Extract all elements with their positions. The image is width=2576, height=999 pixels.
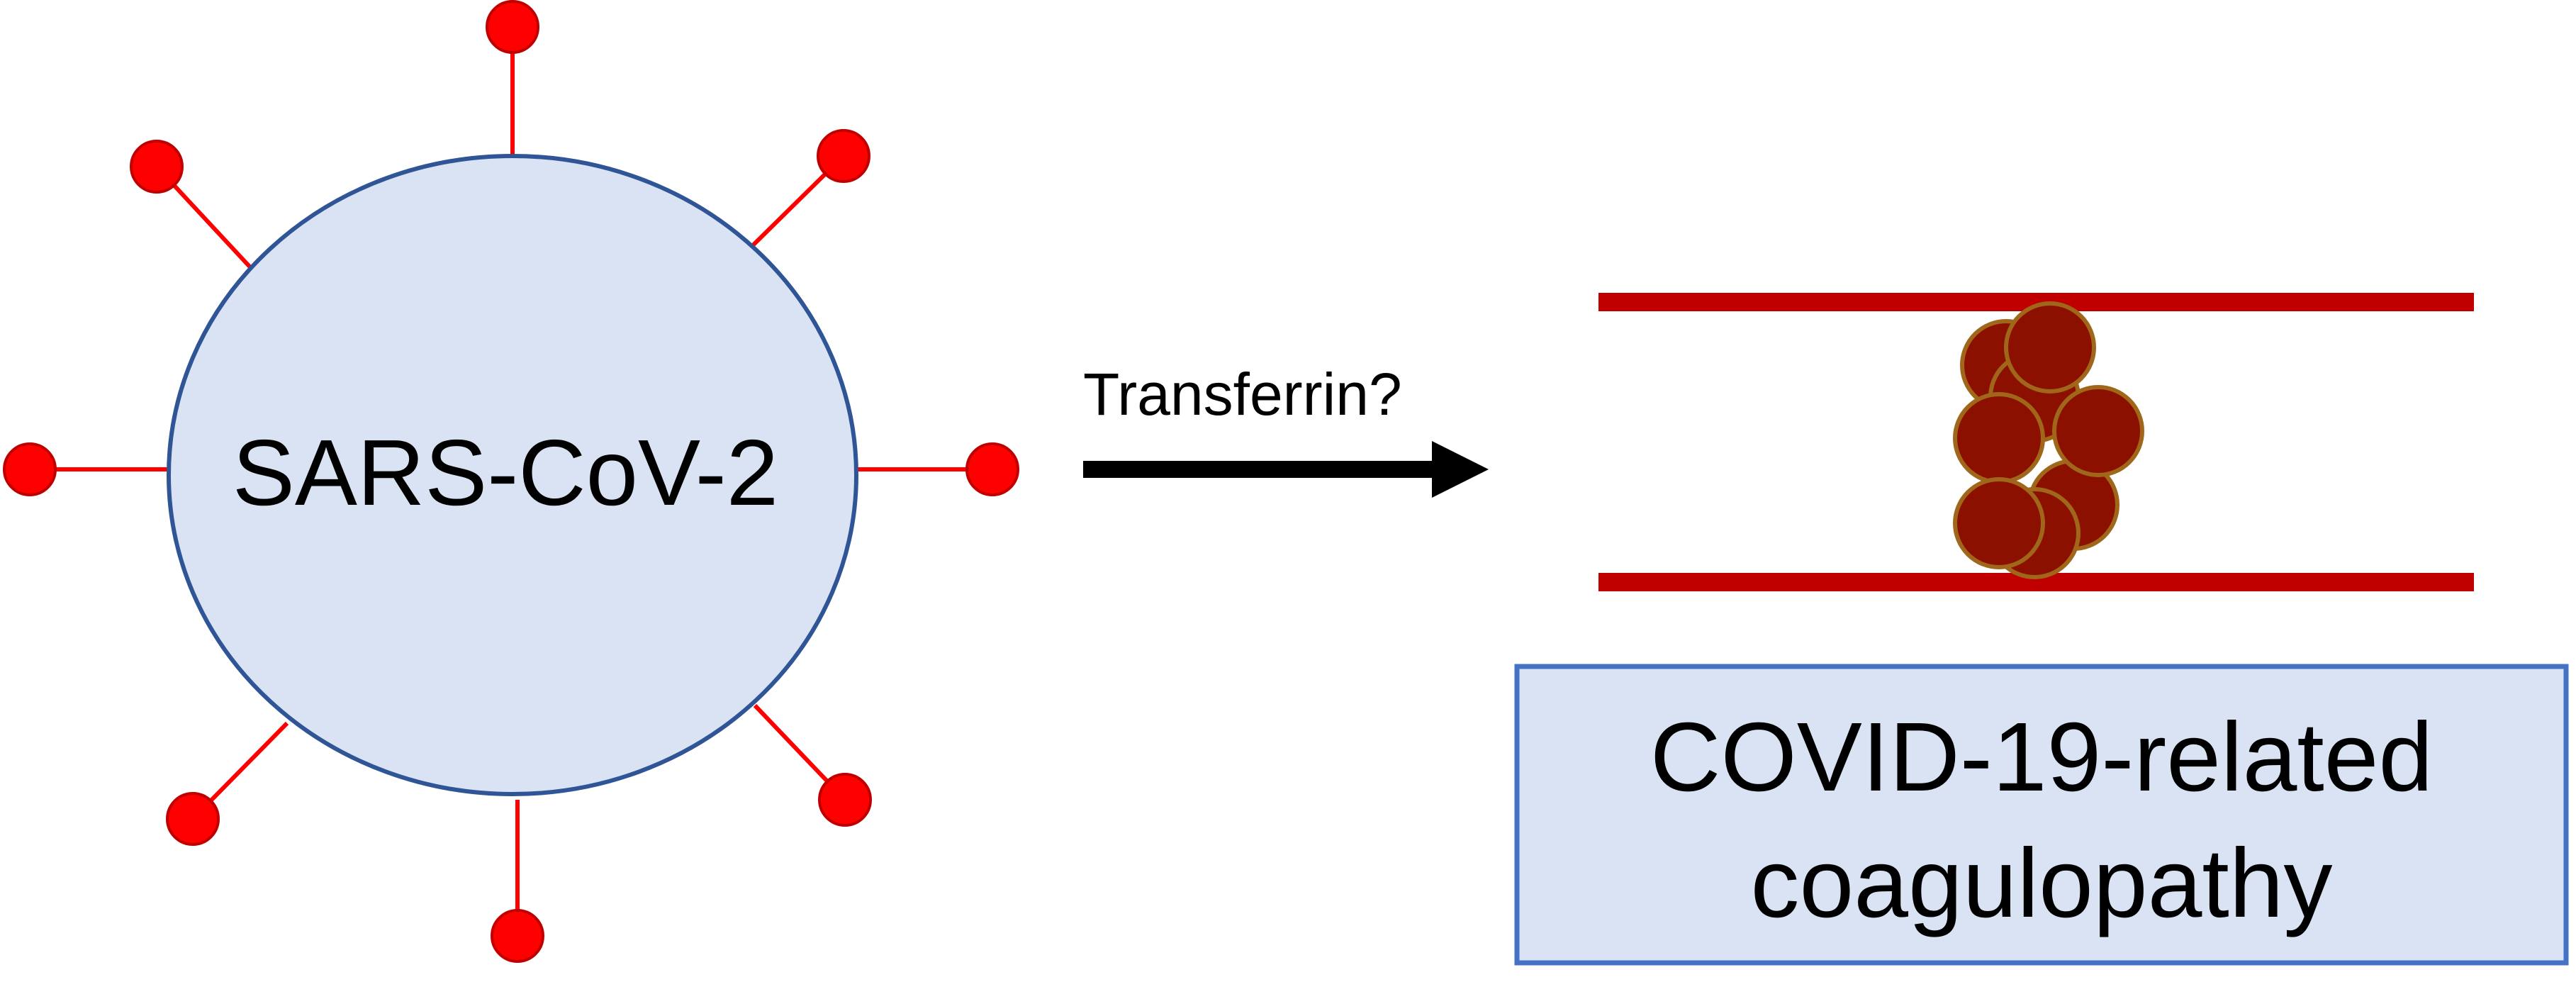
outcome-line-2: coagulopathy: [1751, 829, 2333, 938]
virus-label: SARS-CoV-2: [233, 420, 778, 525]
spike-tip: [817, 129, 870, 183]
spike-protein: [753, 703, 872, 827]
red-blood-cell: [1953, 392, 2045, 484]
red-blood-cell: [2052, 385, 2144, 477]
spike-tip: [3, 442, 57, 496]
spike-protein: [486, 0, 539, 156]
outcome-line-1: COVID-19-related: [1650, 703, 2433, 812]
spike-tip: [130, 140, 184, 194]
blood-clot: [1953, 301, 2144, 579]
spike-tip: [818, 773, 872, 827]
red-blood-cell: [2004, 301, 2096, 394]
spike-tip: [486, 0, 539, 54]
arrow-head: [1432, 441, 1489, 498]
spike-protein: [856, 442, 1019, 496]
spike-protein: [3, 442, 169, 496]
spike-protein: [748, 129, 870, 250]
virus-body: [167, 154, 858, 796]
spike-protein: [166, 721, 289, 846]
red-blood-cell: [1953, 477, 2045, 569]
spike-tip: [965, 442, 1019, 496]
blood-vessel: [1598, 293, 2474, 591]
outcome-box-frame: [1514, 664, 2569, 966]
spike-protein: [130, 140, 253, 270]
transferrin-arrow: Transferrin?: [1083, 361, 1489, 498]
spike-proteins: [3, 0, 1019, 963]
virus-particle: SARS-CoV-2: [3, 0, 1019, 963]
spike-tip: [491, 909, 544, 963]
spike-protein: [491, 800, 544, 963]
arrow-label: Transferrin?: [1083, 361, 1402, 428]
spike-tip: [166, 792, 220, 846]
outcome-box: COVID-19-related coagulopathy: [1514, 664, 2569, 966]
